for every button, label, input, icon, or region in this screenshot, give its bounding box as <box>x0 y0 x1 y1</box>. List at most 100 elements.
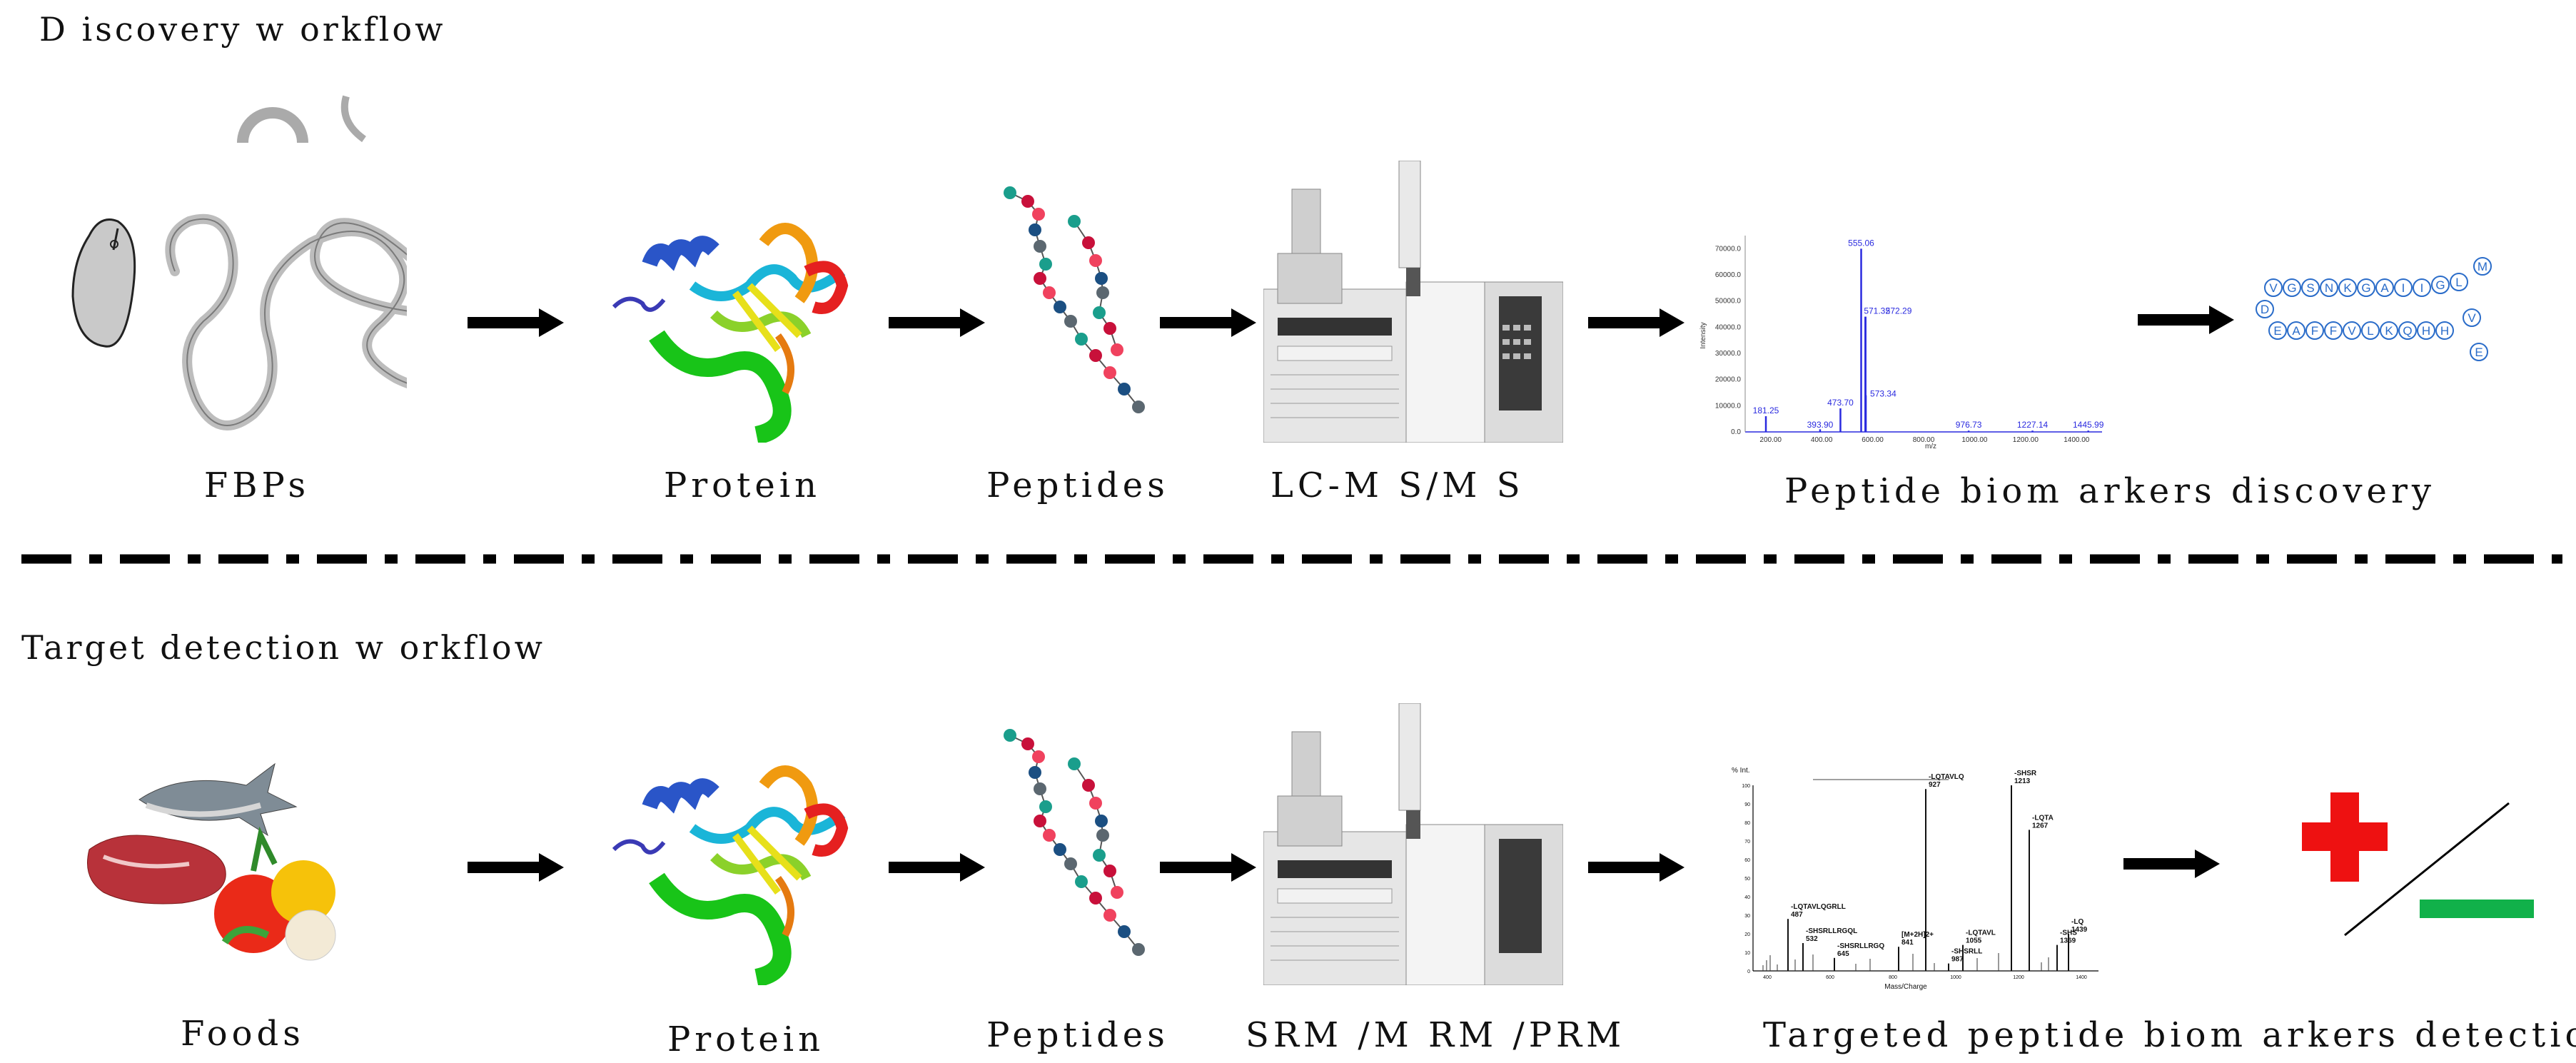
arrow-spectrum-to-sequence <box>2138 306 2234 334</box>
fragment-label: -LQTAVL <box>1966 930 1996 937</box>
amino-acid-letter: F <box>2330 324 2337 338</box>
caption-protein: Protein <box>663 465 822 505</box>
amino-acid-circle <box>2264 278 2283 297</box>
fragment-label: -LQ <box>2071 918 2083 926</box>
peptide-bead <box>1034 815 1046 827</box>
peptide-bead <box>1021 195 1034 208</box>
y-tick-label: 0.0 <box>1731 428 1741 436</box>
peptide-bead <box>1029 766 1041 779</box>
minus-sign <box>2420 900 2534 918</box>
amino-acid-circle <box>2463 308 2481 327</box>
fragment-label: [M+2H]2+ <box>1901 931 1934 939</box>
amino-acid-circle <box>2361 321 2380 340</box>
peptide-bead <box>1096 286 1109 299</box>
target-ms-spectrum: % Int. Mass/Charge 010203040506070809010… <box>1732 767 2098 991</box>
peptide-bead <box>1032 750 1045 763</box>
caption-foods: Foods <box>181 1014 305 1054</box>
peptide-bead <box>1064 315 1077 328</box>
caption-targeted-peptide-biomarkers-detection: Targeted peptide biom arkers detection <box>1763 1015 2576 1055</box>
y-tick-label: 0 <box>1747 969 1750 974</box>
peptide-bead <box>1096 829 1109 842</box>
peptide-bead <box>1089 797 1102 810</box>
x-tick-label: 1000 <box>1950 975 1961 980</box>
peak-label: 573.34 <box>1870 389 1896 399</box>
foods-illustration <box>87 762 336 961</box>
y-tick-label: 10000.0 <box>1715 402 1742 410</box>
fragment-label: 987 <box>1951 956 1964 964</box>
fragment-label: -SHSRLL <box>1951 948 1982 956</box>
protein-structure-target <box>612 765 849 985</box>
peptide-bead <box>1103 366 1116 379</box>
amino-acid-circle <box>2256 300 2274 318</box>
amino-acid-circle <box>2357 278 2375 297</box>
x-tick-label: 600.00 <box>1862 436 1884 444</box>
peptide-bead <box>1095 815 1108 827</box>
discovery-workflow-title: D iscovery w orkflow <box>39 10 446 49</box>
peptide-bead <box>1089 892 1102 905</box>
peptides-bead-chain-target <box>1004 729 1145 956</box>
peptide-bead <box>1103 865 1116 877</box>
amino-acid-circle <box>2283 278 2301 297</box>
peptide-bead <box>1103 909 1116 922</box>
amino-acid-circle <box>2305 321 2324 340</box>
amino-acid-circle <box>2380 321 2398 340</box>
y-tick-label: 10 <box>1744 951 1750 956</box>
amino-acid-circle <box>2375 278 2394 297</box>
lc-ms-instrument <box>1263 161 1563 443</box>
x-tick-label: 1400 <box>2076 975 2087 980</box>
amino-acid-letter: V <box>2348 324 2356 338</box>
target-spectrum-xlabel: Mass/Charge <box>1884 983 1927 991</box>
amino-acid-circle <box>2435 321 2454 340</box>
peptide-bead <box>1043 286 1056 299</box>
peptide-bead <box>1089 349 1102 362</box>
y-tick-label: 100 <box>1742 784 1750 789</box>
peptide-bead <box>1032 208 1045 221</box>
y-tick-label: 20000.0 <box>1715 376 1742 384</box>
amino-acid-letter: G <box>2287 281 2296 295</box>
peptide-bead <box>1054 301 1066 313</box>
caption-peptides-target: Peptides <box>986 1015 1169 1055</box>
peak-label: 572.29 <box>1886 306 1912 316</box>
peak-label: 1227.14 <box>2017 420 2049 430</box>
protein-structure <box>612 223 849 443</box>
amino-acid-circle <box>2473 257 2492 276</box>
fbp-ribbon <box>165 213 407 430</box>
fbps-illustration <box>71 95 407 430</box>
peptide-bead <box>1068 757 1081 770</box>
fragment-label: -LQTAVLQ <box>1929 773 1964 781</box>
arrow-protein-to-peptides-target <box>889 853 985 882</box>
amino-acid-letter: D <box>2261 303 2269 316</box>
positive-negative-result <box>2302 792 2534 937</box>
caption-peptide-biomarkers-discovery: Peptide biom arkers discovery <box>1784 471 2436 511</box>
amino-acid-letter: L <box>2455 276 2462 289</box>
fbp-organism-shape <box>71 218 136 348</box>
amino-acid-circle <box>2417 321 2435 340</box>
arrow-protein-to-peptides <box>889 308 985 337</box>
discovery-ms-spectrum: Intensity m/z 0.010000.020000.030000.040… <box>1699 236 2104 450</box>
fragment-label: -LQTA <box>2032 814 2054 822</box>
peptide-bead <box>1034 272 1046 285</box>
peptide-bead <box>1093 849 1106 862</box>
peak-label: 1445.99 <box>2073 420 2104 430</box>
amino-acid-letter: I <box>2420 281 2424 295</box>
x-tick-label: 800.00 <box>1913 436 1935 444</box>
peptides-bead-chain <box>1004 186 1145 413</box>
peak-label: 976.73 <box>1956 420 1982 430</box>
peak-label: 473.70 <box>1827 398 1854 408</box>
y-tick-label: 60 <box>1744 858 1750 863</box>
fragment-label: 487 <box>1791 911 1803 919</box>
amino-acid-letter: I <box>2402 281 2405 295</box>
peak-label: 571.32 <box>1864 306 1890 316</box>
caption-protein-target: Protein <box>667 1019 825 1059</box>
peptide-bead <box>1118 383 1131 396</box>
x-tick-label: 200.00 <box>1759 436 1782 444</box>
peptide-bead <box>1118 925 1131 938</box>
x-tick-label: 400.00 <box>1811 436 1833 444</box>
peptide-bead <box>1021 737 1034 750</box>
amino-acid-letter: K <box>2343 281 2352 295</box>
peptide-bead <box>1039 258 1052 271</box>
arrow-spectrum-to-result <box>2123 850 2220 878</box>
fish-shape <box>138 762 298 837</box>
fragment-label: 927 <box>1929 781 1941 789</box>
amino-acid-circle <box>2343 321 2361 340</box>
